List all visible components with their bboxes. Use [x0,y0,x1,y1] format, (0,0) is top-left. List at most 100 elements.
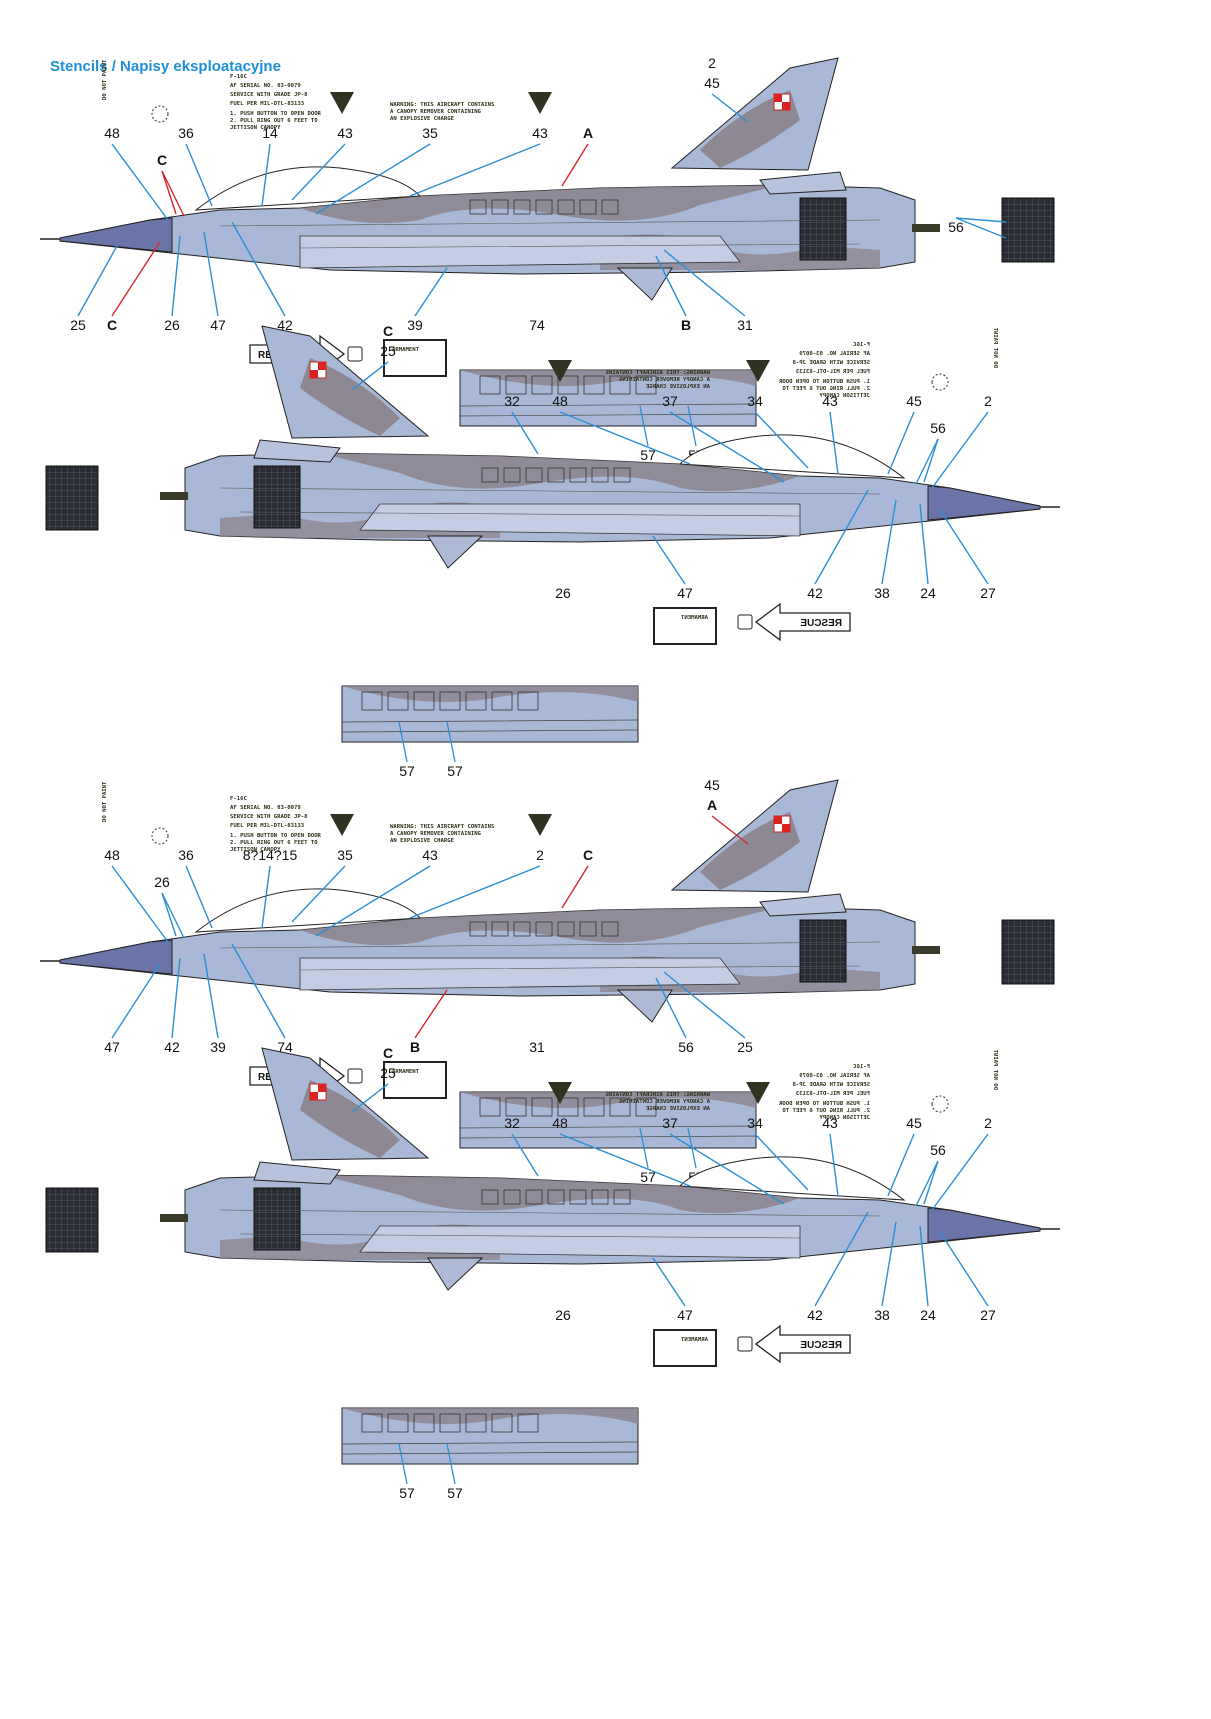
panel-hatch [609,375,631,395]
engine-nozzle [253,1187,301,1251]
nozzle-detail [45,465,99,531]
leader-line [939,509,989,585]
armament-label: ARMAMENT [680,1337,708,1343]
callout-label: 56 [678,1039,694,1055]
polish-checker-red [310,370,318,378]
nose-cone [59,217,173,253]
armament-label: ARMAMENT [680,615,708,621]
leader-line [881,1221,897,1307]
leader-line [955,217,1007,223]
stencil-serial-line: AF SERIAL NO. 03-0079 [230,805,301,811]
callout-label: 26 [154,874,170,890]
callout-label: 57 [399,763,415,779]
rescue-arrow [754,602,851,642]
rescue-handle-icon [737,614,753,630]
leader-line [887,1133,915,1197]
callout-label: 31 [737,317,753,333]
panel-hatch [613,1189,631,1205]
leader-line [711,93,749,123]
panel-lines [341,1441,639,1455]
stencil-chip [160,1214,188,1222]
panel-hatch [535,199,553,215]
ground-point-icon [931,373,949,391]
stencil-warning-line: AN EXPLOSIVE CHARGE [390,838,454,844]
callout-label: 45 [906,1115,922,1131]
stencil-do-not-paint: DO NOT PAINT [992,1049,998,1090]
leader-line [652,535,686,585]
panel-hatch [525,467,543,483]
panel-hatch [635,375,657,395]
callout-label: B [681,317,691,333]
ventral-fin [427,1257,484,1291]
stencil-serial-line: FUEL PER MIL-DTL-83133 [796,1091,870,1097]
leader-line [111,963,161,1039]
ground-point-icon [151,827,169,845]
caution-chevron-icon [548,1082,572,1104]
panel-hatch [387,691,409,711]
stencil-serial-line: SERVICE WITH GRADE JP-8 [230,92,308,98]
stencil-serial-line: FUEL PER MIL-DTL-83133 [230,823,304,829]
panel-hatch [609,1097,631,1117]
callout-label: 57 [640,447,656,463]
stencil-serial-line: FUEL PER MIL-DTL-83133 [230,101,304,107]
panel-lines [219,219,881,249]
panel-hatch [491,691,513,711]
leader-line [511,1133,539,1177]
panel-hatch [465,1413,487,1433]
panel-hatch [513,199,531,215]
leader-line [351,361,389,391]
panel-hatch [547,1189,565,1205]
stabilizer [759,893,847,917]
panel-hatch [505,1097,527,1117]
intake-trunk [359,1225,801,1259]
leader-line [754,411,809,469]
callout-label: 45 [704,777,720,793]
panel-hatch [531,1097,553,1117]
callout-label: 48 [552,1115,568,1131]
callout-label: 56 [930,420,946,436]
leader-line [171,957,181,1039]
callout-label: 38 [874,585,890,601]
leader-line [923,438,939,483]
detail-camo [460,370,756,387]
intake-trunk [299,957,741,991]
stencil-canopy-line: 2. PULL RING OUT 6 FEET TO [782,386,870,392]
leader-line [939,1231,989,1307]
callout-label: 35 [422,125,438,141]
leader-line [931,411,989,489]
callout-label: 36 [178,125,194,141]
stencil-canopy-line: 2. PULL RING OUT 6 FEET TO [782,1108,870,1114]
panel-hatch [491,921,509,937]
stencil-warning-line: WARNING: THIS AIRCRAFT CONTAINS [605,1092,710,1098]
callout-label: 47 [210,317,226,333]
callout-label: 48 [552,393,568,409]
leader-line [511,411,539,455]
leader-line [955,217,1007,239]
stencil-chip [912,946,940,954]
leader-line [161,892,185,939]
armament-box [383,339,447,377]
callout-label: 57 [447,763,463,779]
leader-line [161,892,177,937]
leader-line [814,1211,869,1307]
stencil-warning-line: WARNING: THIS AIRCRAFT CONTAINS [605,370,710,376]
polish-checker-red [782,824,790,832]
page-title: Stencils / Napisy eksploatacyjne [50,58,281,75]
panel-hatch [583,1097,605,1117]
stencil-do-not-paint: DO NOT PAINT [102,59,108,100]
callout-label: 34 [747,1115,763,1131]
stencil-canopy-line: 2. PULL RING OUT 6 FEET TO [230,118,318,124]
armament-box [653,607,717,645]
panel-hatch [413,1413,435,1433]
panel-hatch [591,1189,609,1205]
panel-hatch [557,199,575,215]
callout-label: 37 [662,1115,678,1131]
caution-chevron-icon [330,92,354,114]
leader-line [161,170,185,217]
leader-line [261,865,271,929]
stencil-warning-line: AN EXPLOSIVE CHARGE [646,1106,710,1112]
stencil-canopy-line: JETTISON CANOPY [819,1115,870,1121]
